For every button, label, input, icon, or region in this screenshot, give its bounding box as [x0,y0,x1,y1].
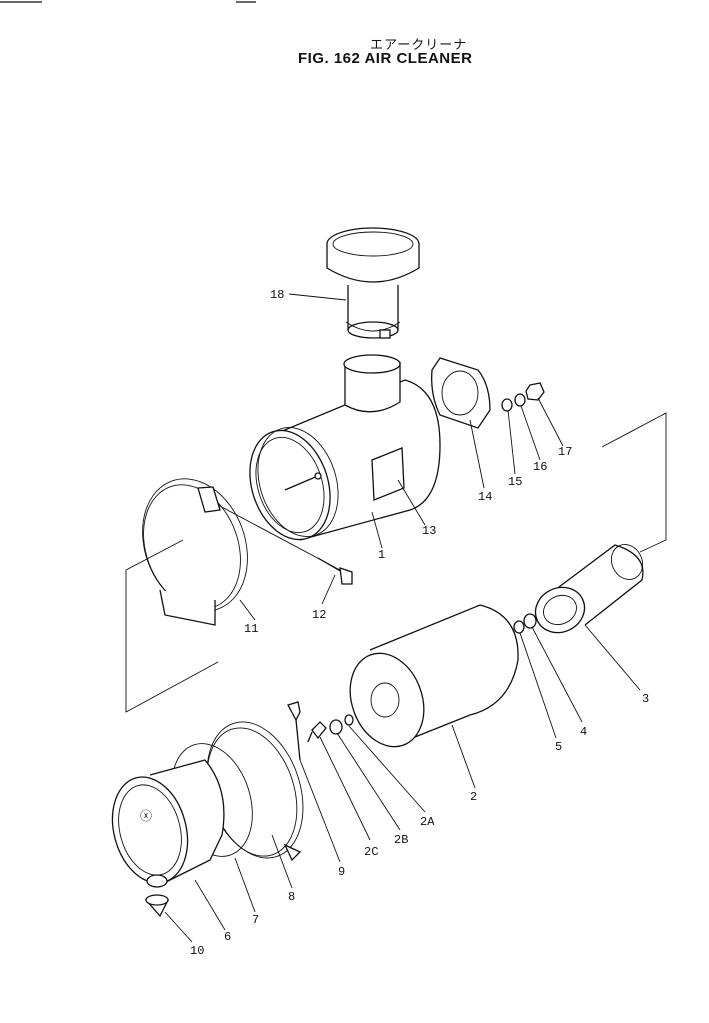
leader-line [451,724,476,789]
leader-line [299,759,341,863]
bracket-line [125,539,219,713]
leader-line [520,405,541,461]
leader-line [164,911,193,943]
leader-line [531,626,583,723]
callout-14: 14 [478,490,492,504]
leader-line [519,632,557,739]
leader-line [271,834,293,889]
callout-6: 6 [224,930,231,944]
callout-16: 16 [533,460,547,474]
callout-7: 7 [252,913,259,927]
callout-10: 10 [190,944,204,958]
callout-2a: 2A [420,815,435,829]
callout-17: 17 [558,445,572,459]
leader-line [321,574,336,605]
svg-text:ⓧ: ⓧ [140,809,152,824]
callout-15: 15 [508,475,522,489]
air-cleaner-body-drawing[interactable] [237,354,441,550]
japanese-title: エアークリーナ [370,38,468,53]
callout-2: 2 [470,790,477,804]
leader-line [239,599,256,621]
callout-13: 13 [422,524,436,538]
leader-line [469,419,485,489]
leader-line [194,879,226,931]
leader-line [348,725,426,813]
leader-line [288,293,347,301]
callout-8: 8 [288,890,295,904]
leader-line [397,479,426,526]
cover-drawing[interactable]: ⓧ [101,759,225,891]
callout-5: 5 [555,740,562,754]
hardware-4-5[interactable] [513,613,537,634]
callout-9: 9 [338,865,345,879]
dust-indicator-drawing[interactable] [287,701,301,761]
leader-line [537,397,564,447]
gasket-drawing[interactable] [431,357,491,429]
bolt-drawing[interactable] [217,504,353,585]
hardware-2a-2b-2c[interactable] [307,714,354,743]
leader-line [507,409,516,475]
outer-element-drawing[interactable] [338,604,519,757]
precleaner-drawing[interactable] [326,227,420,339]
callout-3: 3 [642,692,649,706]
band-bracket-drawing[interactable] [125,464,265,626]
callout-2c: 2C [364,845,378,859]
callout-12: 12 [312,608,326,622]
leader-line [319,736,371,841]
leader-line [336,732,401,831]
inner-element-drawing[interactable] [528,539,648,640]
figure-title: FIG. 162 AIR CLEANER [298,50,473,67]
hardware-15-16-17[interactable] [501,382,545,412]
bracket-line [601,412,667,553]
leader-line [234,857,256,913]
callout-2b: 2B [394,833,408,847]
callout-1: 1 [378,548,385,562]
leader-line [584,624,641,691]
evacuator-valve-drawing[interactable] [144,874,170,918]
callout-4: 4 [580,725,587,739]
callout-11: 11 [244,622,258,636]
callout-18: 18 [270,288,284,302]
leader-line [371,511,383,549]
